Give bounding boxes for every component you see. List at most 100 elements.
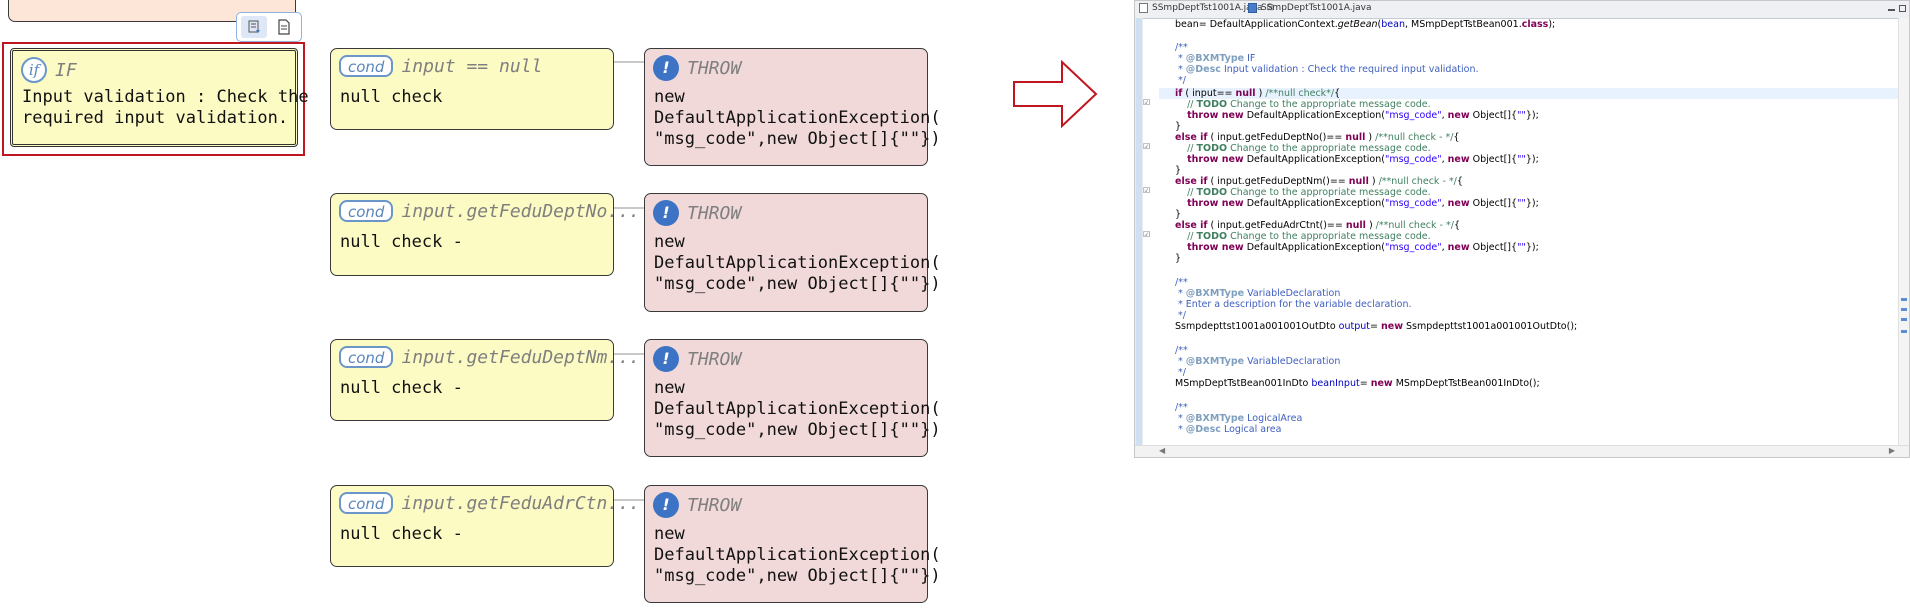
cond-block[interactable]: cond input == null null check [330,48,614,130]
code-line: bean= DefaultApplicationContext.getBean(… [1175,19,1556,30]
code-line: throw new DefaultApplicationException("m… [1187,154,1539,165]
scroll-left-icon[interactable]: ◀ [1159,446,1166,455]
code-line: */ [1175,367,1186,378]
code-line: * @BXMType VariableDeclaration [1175,288,1341,299]
block-toolbar [236,12,302,42]
cond-block[interactable]: cond input.getFeduDeptNo... null check - [330,193,640,276]
exclamation-icon: ! [653,200,679,226]
code-area[interactable]: bean= DefaultApplicationContext.getBean(… [1135,18,1909,446]
code-line: throw new DefaultApplicationException("m… [1187,242,1539,253]
code-line: } [1175,253,1182,264]
code-line: * @Desc Logical area [1175,424,1282,435]
cond-expression: input.getFeduAdrCtn... [401,492,640,514]
tab-label: SSmpDeptTst1001A.java [1261,3,1372,13]
overview-marker [1901,330,1907,333]
scroll-right-icon[interactable]: ▶ [1888,446,1895,455]
task-marker-icon: ☑ [1143,230,1151,239]
vertical-scrollbar[interactable] [1898,18,1909,446]
connector [614,499,644,501]
cond-badge: cond [339,346,394,368]
exclamation-icon: ! [653,492,679,518]
cond-badge: cond [339,492,394,514]
cond-description: null check [340,87,443,107]
throw-type-label: THROW [687,57,742,79]
code-line: /** [1175,345,1188,356]
code-line: /** [1175,402,1188,413]
code-line: throw new DefaultApplicationException("m… [1187,198,1539,209]
close-icon[interactable]: ⊠ [1266,3,1275,13]
cond-description: null check - [340,232,463,252]
code-line: } [1175,121,1182,132]
throw-type-label: THROW [687,202,742,224]
code-line: } [1175,165,1182,176]
task-marker-icon: ☑ [1143,186,1151,195]
horizontal-scrollbar[interactable]: ◀ ▶ [1135,445,1909,457]
if-block-selection [2,42,305,156]
code-line: // TODO Change to the appropriate messag… [1187,187,1431,198]
cond-badge: cond [339,200,394,222]
code-line: * @Desc Input validation : Check the req… [1175,64,1479,75]
if-icon: if [21,57,47,83]
java-file-icon [1139,3,1148,13]
code-line: Ssmpdepttst1001a001001OutDto output= new… [1175,321,1578,332]
cond-description: null check - [340,378,463,398]
task-marker-icon: ☑ [1143,142,1151,151]
minimize-icon[interactable] [1888,9,1895,11]
current-line-highlight [1159,88,1901,99]
throw-block[interactable]: ! THROW new DefaultApplicationException(… [644,339,941,457]
throw-expression: new DefaultApplicationException( "msg_co… [654,524,941,586]
code-line: * @BXMType IF [1175,53,1256,64]
tab-label: SSmpDeptTst1001A.java [1152,3,1263,13]
throw-block[interactable]: ! THROW new DefaultApplicationException(… [644,193,941,312]
exclamation-icon: ! [653,55,679,81]
code-line: throw new DefaultApplicationException("m… [1187,110,1539,121]
code-line: else if ( input.getFeduAdrCtnt()== null … [1175,220,1460,231]
code-line: * @BXMType VariableDeclaration [1175,356,1341,367]
throw-expression: new DefaultApplicationException( "msg_co… [654,87,941,149]
gutter [1135,18,1143,446]
if-type-label: IF [55,59,77,81]
cond-badge: cond [339,55,394,77]
cond-expression: input.getFeduDeptNo... [401,200,640,222]
previous-block[interactable] [8,0,296,22]
maximize-icon[interactable] [1899,5,1906,12]
code-line: if ( input== null ) /**null check*/{ [1175,88,1341,99]
cond-block[interactable]: cond input.getFeduDeptNm... null check - [330,339,640,421]
throw-block[interactable]: ! THROW new DefaultApplicationException(… [644,485,941,603]
exclamation-icon: ! [653,346,679,372]
code-line: // TODO Change to the appropriate messag… [1187,231,1431,242]
connector [614,353,644,355]
code-line: * @BXMType LogicalArea [1175,413,1303,424]
code-editor[interactable]: SSmpDeptTst1001A.java ⊠ SSmpDeptTst1001A… [1134,0,1910,458]
bxm-file-icon [1248,3,1257,13]
code-line: // TODO Change to the appropriate messag… [1187,143,1431,154]
overview-marker [1901,298,1907,301]
task-marker-icon: ☑ [1143,98,1151,107]
editor-tab-bar: SSmpDeptTst1001A.java ⊠ SSmpDeptTst1001A… [1135,1,1909,19]
code-line: else if ( input.getFeduDeptNo()== null )… [1175,132,1460,143]
code-line: * Enter a description for the variable d… [1175,299,1412,310]
collapse-button[interactable] [241,16,267,38]
throw-type-label: THROW [687,348,742,370]
editor-tab-active[interactable]: SSmpDeptTst1001A.java ⊠ [1139,3,1274,13]
overview-marker [1901,318,1907,321]
code-line: // TODO Change to the appropriate messag… [1187,99,1431,110]
connector [614,61,644,63]
cond-description: null check - [340,524,463,544]
editor-tab[interactable]: SSmpDeptTst1001A.java [1248,3,1371,13]
code-line: */ [1175,75,1186,86]
code-line: /** [1175,42,1188,53]
throw-expression: new DefaultApplicationException( "msg_co… [654,232,941,294]
throw-block[interactable]: ! THROW new DefaultApplicationException(… [644,48,941,166]
cond-expression: input == null [401,55,543,77]
overview-marker [1901,308,1907,311]
cond-block[interactable]: cond input.getFeduAdrCtn... null check - [330,485,640,567]
code-line: } [1175,209,1182,220]
collapse-icon [248,20,260,33]
code-line: MSmpDeptTstBean001InDto beanInput= new M… [1175,378,1540,389]
throw-expression: new DefaultApplicationException( "msg_co… [654,378,941,440]
if-block[interactable]: if IF Input validation : Check the requi… [10,48,309,147]
throw-type-label: THROW [687,494,742,516]
document-button[interactable] [271,16,297,38]
right-arrow-icon [1013,60,1098,128]
